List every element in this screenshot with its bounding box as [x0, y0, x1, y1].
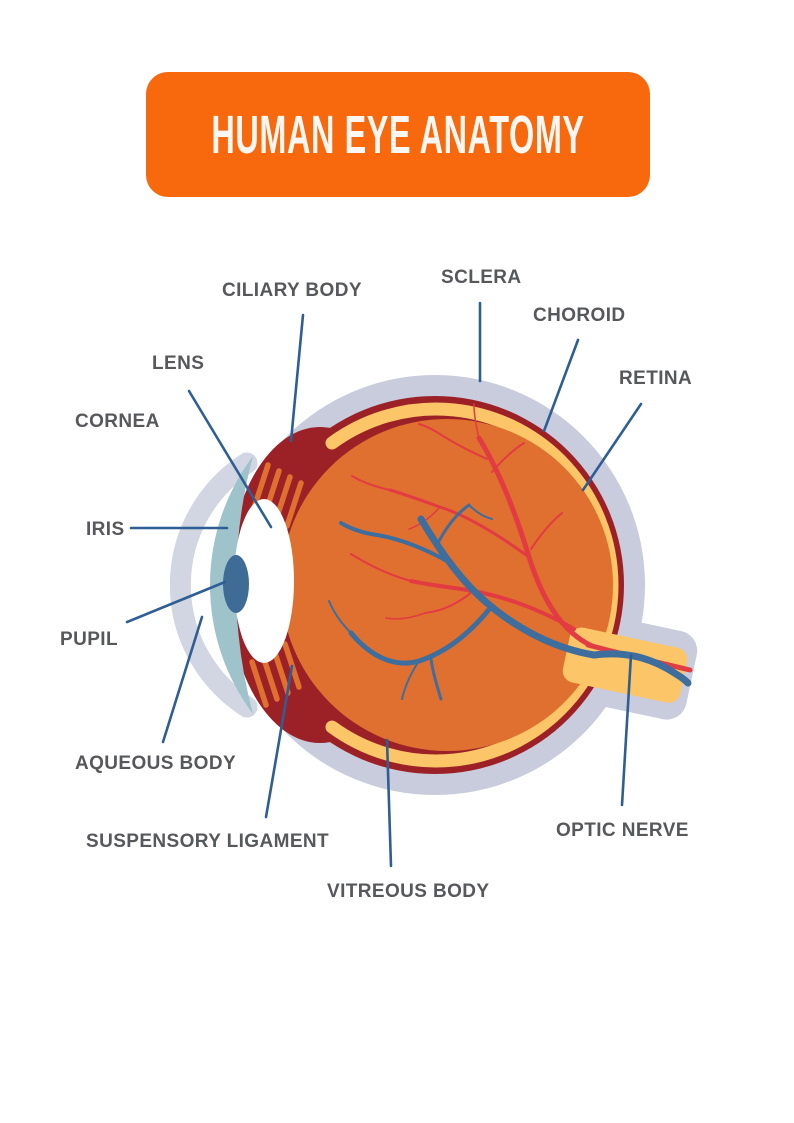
- leader-line-lens: [187, 389, 273, 529]
- vein-branch: [401, 660, 420, 700]
- title-banner: HUMAN EYE ANATOMY: [146, 72, 650, 197]
- leader-line-ciliary-body: [289, 313, 305, 443]
- artery-branch: [473, 403, 480, 439]
- leader-line-aqueous-body: [161, 615, 204, 744]
- leader-line-optic-nerve: [620, 653, 633, 807]
- artery-branch: [530, 512, 563, 550]
- retinal-veins: [328, 503, 692, 701]
- artery-branch: [388, 488, 531, 559]
- leader-line-retina: [581, 402, 643, 492]
- artery-branch: [418, 423, 488, 460]
- artery-branch: [491, 442, 525, 473]
- vein-branch: [468, 504, 493, 520]
- artery-branch: [424, 590, 474, 614]
- vein-branch: [339, 521, 449, 563]
- vein-branch: [328, 600, 352, 634]
- leader-line-choroid: [542, 338, 580, 433]
- vein-branch: [435, 503, 471, 547]
- cornea-arc: [169, 452, 258, 718]
- leader-line-suspensory-ligament: [264, 664, 294, 819]
- vein-in-optic-nerve: [590, 650, 692, 687]
- artery-branch: [385, 612, 426, 620]
- ciliary-stripe: [284, 480, 304, 529]
- ciliary-stripe: [271, 647, 291, 696]
- page-title: HUMAN EYE ANATOMY: [211, 104, 585, 165]
- vein-branch: [429, 657, 443, 701]
- lens-shape: [234, 499, 294, 663]
- pupil-shape: [223, 555, 249, 613]
- ciliary-stripe: [260, 653, 280, 702]
- leader-line-vitreous-body: [385, 738, 393, 868]
- leader-line-pupil: [125, 580, 227, 624]
- ciliary-stripe: [249, 659, 269, 708]
- artery-branch: [350, 553, 412, 582]
- leader-lines: [125, 301, 643, 868]
- artery-branch: [351, 475, 391, 491]
- vein-branch: [417, 515, 598, 659]
